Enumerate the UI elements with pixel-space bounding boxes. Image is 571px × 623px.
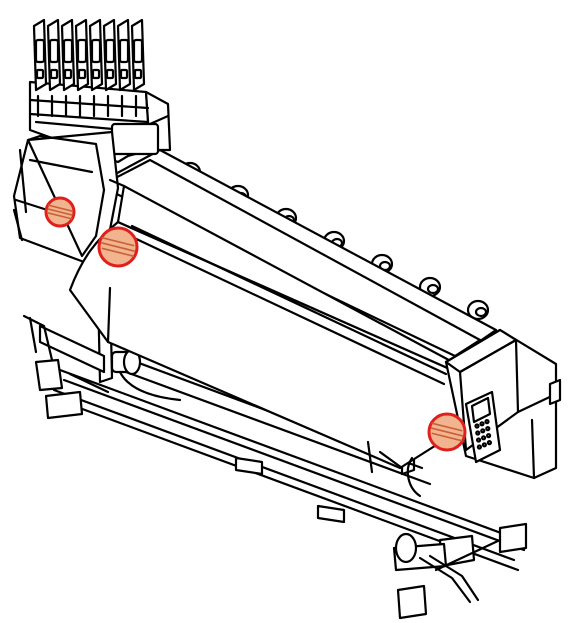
panel-button xyxy=(481,435,487,441)
right-leg-assembly xyxy=(392,522,528,620)
ink-cartridge xyxy=(46,18,62,118)
operation-panel xyxy=(464,390,502,464)
panel-button xyxy=(479,421,485,427)
left-leg-assembly xyxy=(22,314,142,420)
spool-holder xyxy=(466,299,490,321)
cables xyxy=(118,370,422,498)
panel-button xyxy=(486,440,492,446)
ink-cartridge xyxy=(130,18,146,118)
right-end-cover xyxy=(444,328,562,480)
ink-cartridge-unit xyxy=(28,18,172,164)
left-cover-marker xyxy=(44,196,76,228)
panel-button xyxy=(480,428,486,434)
panel-button xyxy=(475,430,481,436)
front-cover-left-marker xyxy=(97,226,139,268)
ink-cartridge xyxy=(88,18,104,118)
ink-cartridge xyxy=(116,18,132,118)
ink-cartridge xyxy=(32,18,48,118)
panel-button xyxy=(486,433,492,439)
panel-button xyxy=(485,426,491,432)
ink-cartridge xyxy=(60,18,76,118)
panel-button xyxy=(476,444,482,450)
panel-button xyxy=(474,423,480,429)
panel-button xyxy=(476,437,482,443)
panel-button xyxy=(484,419,490,425)
front-cover-right-marker xyxy=(427,412,467,452)
ink-cartridge xyxy=(74,18,90,118)
panel-button xyxy=(481,442,487,448)
ink-cartridge xyxy=(102,18,118,118)
